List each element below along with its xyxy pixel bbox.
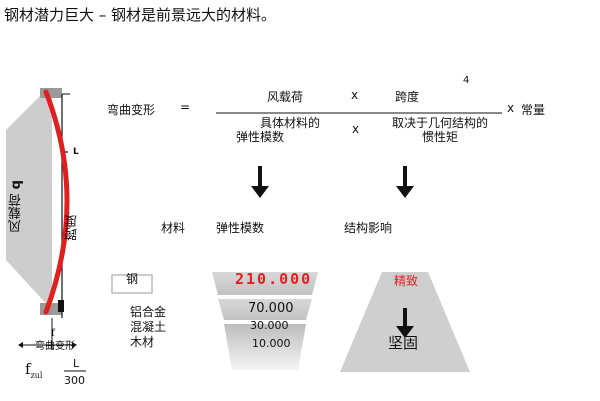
structure-top-label: 精致 <box>394 274 419 288</box>
f-zul-sub: zul <box>30 371 43 380</box>
formula-constant: 常量 <box>521 103 546 117</box>
arrow-down-icon <box>251 166 269 198</box>
material-concrete: 混凝土 <box>130 320 167 334</box>
formula-inertia-line1: 取决于几何结构的 <box>391 116 488 130</box>
formula-inertia-line2: 惯性矩 <box>421 130 458 144</box>
formula-equals: = <box>180 100 191 114</box>
wind-load-text: 风载荷 <box>9 193 24 233</box>
ratio-top: L <box>73 357 80 370</box>
f-zul-main: f <box>25 360 31 378</box>
arrow-down-icon <box>396 166 414 198</box>
material-aluminum: 铝合金 <box>130 305 167 319</box>
formula-elastic-line1: 具体材料的 <box>259 116 320 130</box>
span-tick-label: L <box>73 147 79 157</box>
structure-bottom-label: 坚固 <box>388 334 419 352</box>
value-aluminum: 70.000 <box>248 301 294 316</box>
elastic-funnel <box>212 272 318 370</box>
deflection-curve <box>43 89 70 315</box>
f-label: f <box>51 328 55 339</box>
formula-wind-load: 风载荷 <box>267 90 304 104</box>
formula-inertia: 取决于几何结构的 惯性矩 <box>385 116 495 144</box>
formula-elastic: 具体材料的 弹性模数 <box>232 116 348 144</box>
formula-span: 跨度 <box>395 90 420 104</box>
page-title: 钢材潜力巨大 – 钢材是前景远大的材料。 <box>4 6 277 24</box>
f-zul-label: fzul <box>25 360 43 380</box>
q-symbol: q <box>9 180 24 190</box>
span-label: 跨度 <box>65 215 80 241</box>
formula-times-3: x <box>507 101 515 115</box>
arrow-down-icon <box>396 308 414 338</box>
formula-times-2: x <box>352 122 360 136</box>
value-concrete: 30.000 <box>250 319 289 332</box>
steel-box <box>111 274 153 294</box>
wind-load-label: 风载荷 q <box>9 180 30 233</box>
wind-load-area <box>6 88 52 310</box>
column-material: 材料 <box>161 221 186 235</box>
top-support <box>40 88 62 98</box>
ratio-bottom: 300 <box>64 374 85 387</box>
value-wood: 10.000 <box>252 337 291 350</box>
formula-times-1: x <box>351 88 359 102</box>
value-steel: 210.000 <box>235 270 313 288</box>
formula-elastic-line2: 弹性模数 <box>236 130 285 144</box>
deflection-label: 弯曲变形 <box>35 341 75 352</box>
formula-exponent: 4 <box>463 75 470 86</box>
column-structure: 结构影响 <box>344 221 393 235</box>
column-elastic: 弹性模数 <box>216 221 265 235</box>
bottom-marker <box>58 300 64 312</box>
formula-lhs: 弯曲变形 <box>107 103 156 117</box>
material-wood: 木材 <box>130 335 155 349</box>
material-steel: 钢 <box>126 272 139 286</box>
